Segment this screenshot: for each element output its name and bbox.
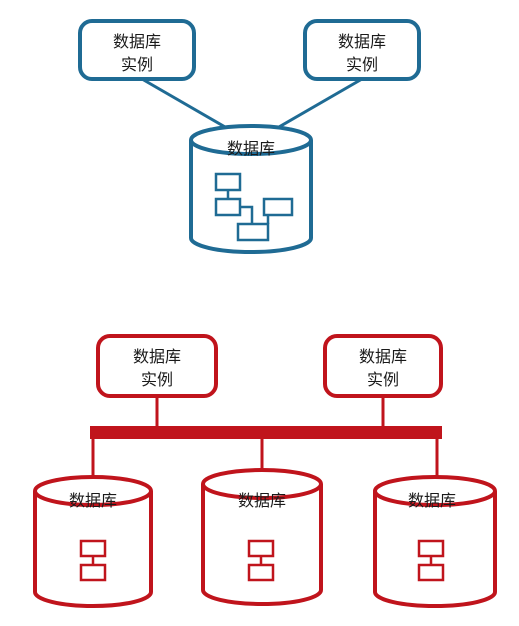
database-cylinder: 数据库 [373, 475, 497, 608]
instance-box: 数据库 实例 [323, 334, 443, 398]
connector-right [271, 77, 363, 133]
instance-box: 数据库 实例 [96, 334, 218, 398]
database-cylinder: 数据库 [201, 468, 323, 606]
tables-icon [417, 539, 445, 582]
instance-label-line2: 实例 [121, 55, 153, 74]
database-label: 数据库 [69, 491, 117, 510]
instance-label-line1: 数据库 [133, 347, 181, 366]
tables-icon [79, 539, 107, 582]
instance-label-line2: 实例 [141, 370, 173, 389]
tables-icon [247, 539, 275, 582]
instance-label-line1: 数据库 [113, 32, 161, 51]
tables-icon [214, 172, 294, 242]
instance-label-line1: 数据库 [359, 347, 407, 366]
bus-bar [90, 426, 442, 439]
connector-left [141, 77, 233, 133]
bottom-diagram: 数据库 实例 数据库 实例 数据库 数据库 [33, 334, 497, 608]
instance-label-line2: 实例 [346, 55, 378, 74]
database-label: 数据库 [408, 491, 456, 510]
database-label: 数据库 [238, 491, 286, 510]
database-cylinder: 数据库 [189, 124, 313, 254]
database-cylinder: 数据库 [33, 475, 153, 608]
database-label: 数据库 [227, 139, 275, 158]
instance-box: 数据库 实例 [303, 19, 421, 81]
instance-box: 数据库 实例 [78, 19, 196, 81]
instance-label-line1: 数据库 [338, 32, 386, 51]
top-diagram: 数据库 实例 数据库 实例 数据库 [78, 19, 421, 254]
instance-label-line2: 实例 [367, 370, 399, 389]
